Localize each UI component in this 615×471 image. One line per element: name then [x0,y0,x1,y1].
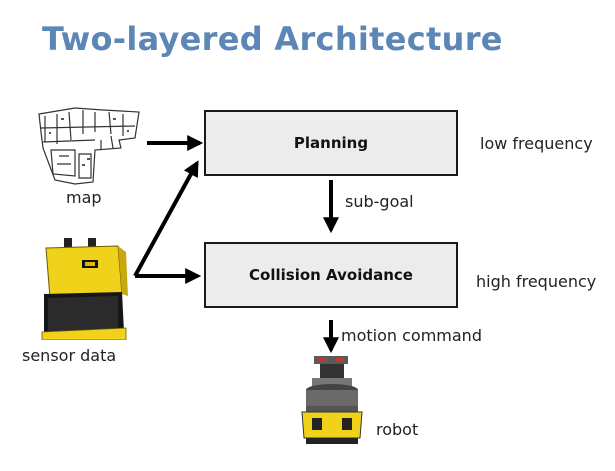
low-frequency-label: low frequency [480,134,593,153]
sensor-to-planning-arrow [133,160,199,277]
collision-avoidance-label: Collision Avoidance [249,266,413,284]
sensor-image [41,238,128,340]
collision-avoidance-box: Collision Avoidance [204,242,458,308]
high-frequency-label: high frequency [476,272,597,291]
robot-label: robot [376,420,419,439]
robot-image [301,356,363,444]
planning-box: Planning [204,110,458,176]
planning-label: Planning [293,134,369,152]
motion-command-label: motion command [341,326,482,345]
sub-goal-label: sub-goal [345,192,414,211]
map-image [35,104,143,186]
sensor-data-label: sensor data [22,346,117,365]
diagram-title: Two-layered Architecture [42,20,503,58]
map-label: map [66,188,102,207]
